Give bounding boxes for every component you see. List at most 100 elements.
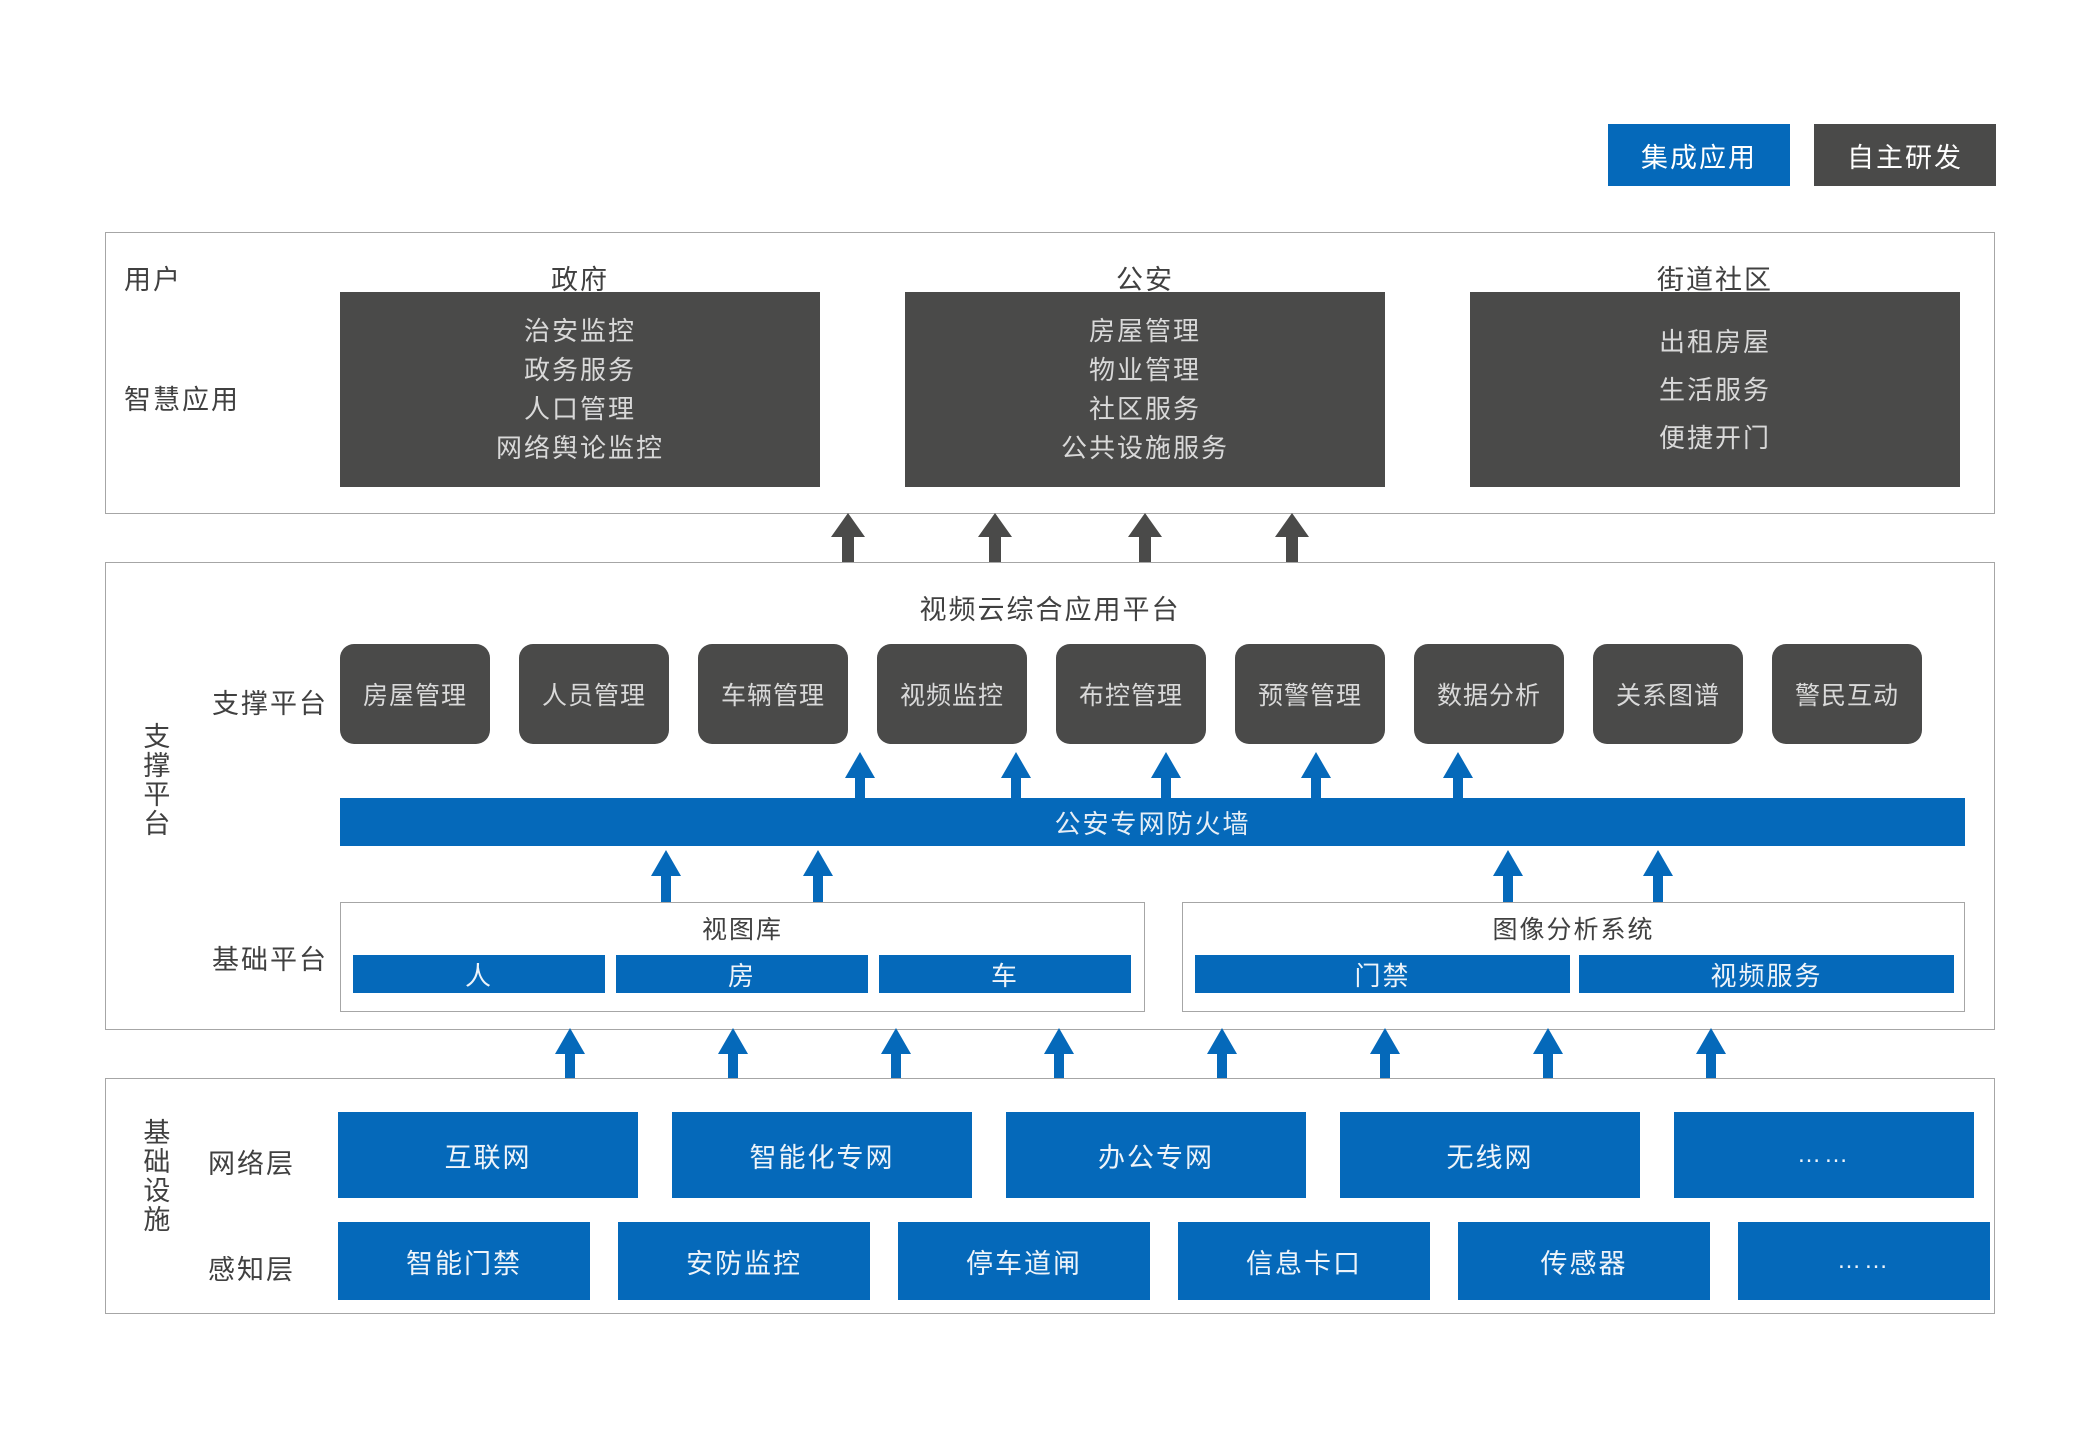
support-item-label: 布控管理 <box>1078 682 1183 710</box>
flow-arrow-up-dark <box>975 513 1015 563</box>
app-group-title-public-security: 公安 <box>1116 265 1174 295</box>
base-item-vehicle[interactable]: 车 <box>879 955 1131 993</box>
support-item-personnel-management[interactable]: 人员管理 <box>519 644 669 744</box>
row-label-user: 用户 <box>124 265 182 295</box>
row-label-sensing-layer: 感知层 <box>208 1255 295 1285</box>
sensing-tile-parking-barrier[interactable]: 停车道闸 <box>898 1222 1150 1300</box>
app-item: 人口管理 <box>523 394 636 424</box>
tile-label: 办公专网 <box>1098 1142 1214 1173</box>
support-item-label: 警民互动 <box>1794 682 1899 710</box>
flow-arrow-up-blue <box>1530 1028 1566 1078</box>
flow-arrow-up-dark <box>828 513 868 563</box>
firewall-label: 公安专网防火墙 <box>1054 808 1251 839</box>
network-tile-wireless-network[interactable]: 无线网 <box>1340 1112 1640 1198</box>
app-box-government[interactable]: 治安监控 政务服务 人口管理 网络舆论监控 <box>340 292 820 487</box>
base-item-label: 门禁 <box>1354 960 1411 991</box>
base-item-person[interactable]: 人 <box>353 955 605 993</box>
app-item: 物业管理 <box>1088 355 1201 385</box>
flow-arrow-up-blue <box>1298 752 1334 798</box>
sensing-tile-information-checkpoint[interactable]: 信息卡口 <box>1178 1222 1430 1300</box>
app-group-title-street-community: 街道社区 <box>1657 265 1773 295</box>
support-item-label: 数据分析 <box>1436 682 1541 710</box>
support-item-label: 预警管理 <box>1257 682 1362 710</box>
support-item-label: 人员管理 <box>541 682 646 710</box>
tile-label: …… <box>1837 1247 1891 1274</box>
side-label-support-platform: 支撑平台 <box>139 722 170 838</box>
support-item-police-public-interaction[interactable]: 警民互动 <box>1772 644 1922 744</box>
tile-label: 停车道闸 <box>966 1248 1082 1279</box>
app-box-public-security[interactable]: 房屋管理 物业管理 社区服务 公共设施服务 <box>905 292 1385 487</box>
sensing-tile-security-surveillance[interactable]: 安防监控 <box>618 1222 870 1300</box>
firewall-bar[interactable]: 公安专网防火墙 <box>340 798 1965 846</box>
flow-arrow-up-blue <box>1148 752 1184 798</box>
base-item-label: 人 <box>464 960 493 991</box>
network-tile-more[interactable]: …… <box>1674 1112 1974 1198</box>
tile-label: 智能门禁 <box>406 1248 522 1279</box>
app-item: 政务服务 <box>523 355 636 385</box>
legend-item-self-developed[interactable]: 自主研发 <box>1814 124 1996 186</box>
row-label-network-layer: 网络层 <box>208 1149 295 1179</box>
base-group-view-library: 视图库 人 房 车 <box>340 902 1145 1012</box>
legend-label: 自主研发 <box>1847 142 1963 173</box>
flow-arrow-up-dark <box>1272 513 1312 563</box>
base-item-video-service[interactable]: 视频服务 <box>1579 955 1954 993</box>
flow-arrow-up-blue <box>1640 850 1676 902</box>
sensing-tile-more[interactable]: …… <box>1738 1222 1990 1300</box>
app-item: 公共设施服务 <box>1060 433 1229 463</box>
app-box-street-community[interactable]: 出租房屋 生活服务 便捷开门 <box>1470 292 1960 487</box>
app-group-title-government: 政府 <box>551 265 609 295</box>
app-item: 出租房屋 <box>1658 326 1771 357</box>
support-item-video-surveillance[interactable]: 视频监控 <box>877 644 1027 744</box>
base-item-house[interactable]: 房 <box>616 955 868 993</box>
flow-arrow-up-blue <box>1490 850 1526 902</box>
support-item-label: 车辆管理 <box>720 682 825 710</box>
row-label-support-platform: 支撑平台 <box>212 689 328 719</box>
support-item-label: 房屋管理 <box>362 682 467 710</box>
legend: 集成应用 自主研发 <box>1608 124 1996 186</box>
base-group-title: 视图库 <box>701 916 783 944</box>
network-tile-office-private-network[interactable]: 办公专网 <box>1006 1112 1306 1198</box>
base-item-label: 车 <box>990 960 1019 991</box>
side-label-infrastructure: 基础设施 <box>139 1118 170 1234</box>
support-item-label: 关系图谱 <box>1615 682 1720 710</box>
base-item-access-control[interactable]: 门禁 <box>1195 955 1570 993</box>
sensing-tile-smart-access-control[interactable]: 智能门禁 <box>338 1222 590 1300</box>
flow-arrow-up-blue <box>1367 1028 1403 1078</box>
tile-label: 信息卡口 <box>1246 1248 1362 1279</box>
tile-label: 互联网 <box>444 1142 532 1173</box>
network-tile-internet[interactable]: 互联网 <box>338 1112 638 1198</box>
flow-arrow-up-blue <box>648 850 684 902</box>
tile-label: 传感器 <box>1540 1248 1628 1279</box>
network-tile-intelligent-private-network[interactable]: 智能化专网 <box>672 1112 972 1198</box>
support-item-housing-management[interactable]: 房屋管理 <box>340 644 490 744</box>
flow-arrow-up-blue <box>878 1028 914 1078</box>
tile-label: 智能化专网 <box>749 1142 895 1173</box>
app-item: 便捷开门 <box>1658 422 1771 453</box>
flow-arrow-up-blue <box>1041 1028 1077 1078</box>
flow-arrow-up-blue <box>715 1028 751 1078</box>
base-item-label: 房 <box>727 960 756 991</box>
support-item-deployment-control[interactable]: 布控管理 <box>1056 644 1206 744</box>
support-item-relationship-graph[interactable]: 关系图谱 <box>1593 644 1743 744</box>
sensing-tile-sensor[interactable]: 传感器 <box>1458 1222 1710 1300</box>
flow-arrow-up-blue <box>552 1028 588 1078</box>
flow-arrow-up-blue <box>842 752 878 798</box>
legend-item-integrated-application[interactable]: 集成应用 <box>1608 124 1790 186</box>
app-item: 房屋管理 <box>1088 316 1201 346</box>
support-item-early-warning[interactable]: 预警管理 <box>1235 644 1385 744</box>
flow-arrow-up-blue <box>998 752 1034 798</box>
app-item: 治安监控 <box>523 316 636 346</box>
base-group-image-analysis-system: 图像分析系统 门禁 视频服务 <box>1182 902 1965 1012</box>
app-item: 生活服务 <box>1658 374 1771 405</box>
support-item-label: 视频监控 <box>899 682 1004 710</box>
flow-arrow-up-blue <box>1440 752 1476 798</box>
row-label-base-platform: 基础平台 <box>212 945 328 975</box>
support-item-vehicle-management[interactable]: 车辆管理 <box>698 644 848 744</box>
flow-arrow-up-blue <box>800 850 836 902</box>
support-item-data-analysis[interactable]: 数据分析 <box>1414 644 1564 744</box>
flow-arrow-up-blue <box>1204 1028 1240 1078</box>
flow-arrow-up-blue <box>1693 1028 1729 1078</box>
legend-label: 集成应用 <box>1641 142 1757 173</box>
flow-arrow-up-dark <box>1125 513 1165 563</box>
base-group-title: 图像分析系统 <box>1492 916 1655 944</box>
